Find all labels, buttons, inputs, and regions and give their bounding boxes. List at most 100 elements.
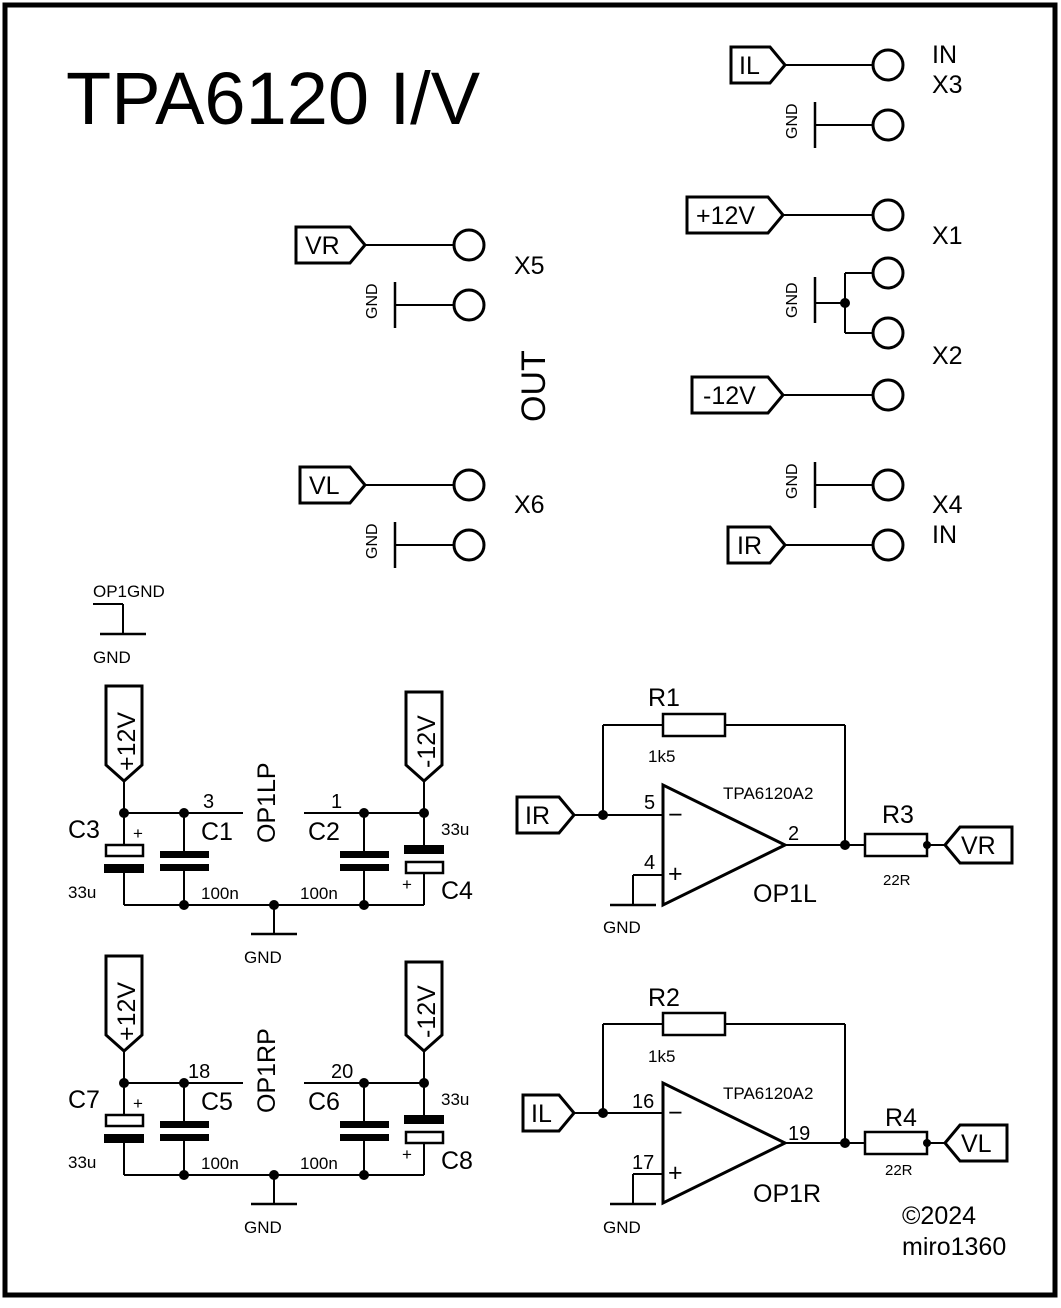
capacitor-c2-ref: C2 [308, 818, 340, 846]
connector-x2: GND X2 -12V [690, 256, 963, 415]
connector-pad [871, 528, 905, 562]
capacitor-c6-value: 100n [300, 1154, 338, 1173]
capacitor-c1-ref: C1 [201, 818, 233, 846]
capacitor-c4-value: 33u [441, 820, 469, 839]
net-label-op1gnd: OP1GND [93, 582, 165, 601]
connector-pad [871, 108, 905, 142]
pin-number: 1 [331, 791, 342, 813]
net-label-il: IL [531, 1100, 552, 1128]
pin-number: 16 [632, 1091, 654, 1113]
power-section-op1rp: +12V 18 OP1RP + C7 33u C5 100n GND -12V [68, 954, 473, 1237]
connector-pad [871, 48, 905, 82]
resistor-r4 [863, 1130, 929, 1156]
connector-x4: GND X4 IR IN [726, 462, 963, 565]
resistor-r2 [661, 1011, 727, 1037]
op1gnd-net-tie: OP1GND GND [93, 582, 165, 667]
net-flag-ir [515, 795, 576, 835]
pin-number: 20 [331, 1061, 353, 1083]
connector-x3-label: X3 [932, 71, 963, 99]
net-flag-minus12v [690, 375, 785, 415]
plus-mark: + [668, 1159, 683, 1187]
net-flag-vl [943, 1123, 1009, 1163]
connector-x6-label: X6 [514, 491, 545, 519]
resistor-r2-value: 1k5 [648, 1047, 675, 1066]
plus-mark: + [402, 1145, 412, 1164]
connector-x5: VR GND X5 [294, 225, 545, 328]
amplifier-op1r: R2 1k5 IL 16 − + TPA6120A2 17 GND 19 R4 … [521, 984, 1009, 1237]
net-flag-vl [298, 465, 367, 505]
connector-in-label: IN [932, 41, 957, 69]
opamp-model: TPA6120A2 [723, 784, 813, 803]
pin-number: 18 [188, 1061, 210, 1083]
net-label-vr: VR [961, 832, 996, 860]
schematic-title: TPA6120 I/V [66, 57, 481, 140]
net-label-ir: IR [737, 532, 762, 560]
gnd-label: GND [784, 282, 801, 318]
resistor-r3-ref: R3 [882, 801, 914, 829]
resistor-r3-value: 22R [883, 872, 911, 889]
net-label-vl: VL [961, 1130, 992, 1158]
plus-mark: + [133, 824, 143, 843]
capacitor-c8-ref: C8 [441, 1147, 473, 1175]
net-flag-minus12v [404, 690, 444, 784]
net-flag-plus12v [685, 195, 785, 235]
net-label-ir: IR [525, 802, 550, 830]
capacitor-c6-ref: C6 [308, 1088, 340, 1116]
connector-x1: +12V X1 [685, 195, 963, 250]
resistor-r1-value: 1k5 [648, 747, 675, 766]
connector-pad [452, 528, 486, 562]
part-label-op1rp: OP1RP [253, 1028, 281, 1113]
gnd-label: GND [603, 1218, 641, 1237]
opamp-model: TPA6120A2 [723, 1084, 813, 1103]
opamp-op1r-symbol [661, 1080, 789, 1206]
connector-pad [871, 378, 905, 412]
connector-x2-label: X2 [932, 342, 963, 370]
connector-in-label: IN [932, 521, 957, 549]
connector-pad [452, 288, 486, 322]
gnd-label: GND [603, 918, 641, 937]
opamp-op1l-symbol [661, 782, 789, 908]
capacitor-c8-value: 33u [441, 1090, 469, 1109]
net-flag-vr [294, 225, 367, 265]
net-label-minus12v: -12V [703, 382, 756, 410]
opamp-name: OP1R [753, 1180, 821, 1208]
power-section-op1lp: +12V 3 OP1LP + C3 33u C1 100n GND -12V [68, 684, 473, 967]
capacitor-c3-value: 33u [68, 883, 96, 902]
copyright-year: ©2024 [902, 1202, 976, 1230]
capacitor-c1-value: 100n [201, 884, 239, 903]
net-flag-plus12v [104, 684, 144, 784]
connector-x3: IL IN X3 GND [729, 41, 963, 148]
gnd-label: GND [93, 648, 131, 667]
gnd-label: GND [784, 103, 801, 139]
net-label-plus12v: +12V [113, 712, 141, 771]
net-label-vl: VL [309, 472, 340, 500]
gnd-label: GND [364, 523, 381, 559]
connector-x6: VL GND X6 [298, 465, 545, 568]
net-flag-ir [726, 525, 787, 565]
gnd-label: GND [244, 1218, 282, 1237]
amplifier-op1l: R1 1k5 IR 5 − + TPA6120A2 4 GND 2 R3 22R… [515, 684, 1014, 937]
part-label-op1lp: OP1LP [253, 762, 281, 843]
copyright-author: miro1360 [902, 1233, 1006, 1261]
pin-number: 19 [788, 1123, 810, 1145]
net-flag-minus12v [404, 960, 444, 1054]
plus-mark: + [133, 1094, 143, 1113]
connector-x4-label: X4 [932, 491, 963, 519]
net-flag-il [729, 45, 787, 85]
resistor-r1 [661, 712, 727, 738]
capacitor-c5-value: 100n [201, 1154, 239, 1173]
connector-x5-label: X5 [514, 252, 545, 280]
resistor-r4-ref: R4 [885, 1104, 917, 1132]
pin-number: 17 [632, 1152, 654, 1174]
capacitor-c7-ref: C7 [68, 1086, 100, 1114]
net-flag-vr [943, 825, 1014, 865]
minus-mark: − [668, 801, 683, 829]
connector-x1-label: X1 [932, 222, 963, 250]
plus-mark: + [402, 875, 412, 894]
connector-pad [871, 256, 905, 290]
capacitor-c2-value: 100n [300, 884, 338, 903]
net-label-minus12v: -12V [413, 985, 441, 1038]
plus-mark: + [668, 860, 683, 888]
net-label-minus12v: -12V [413, 715, 441, 768]
